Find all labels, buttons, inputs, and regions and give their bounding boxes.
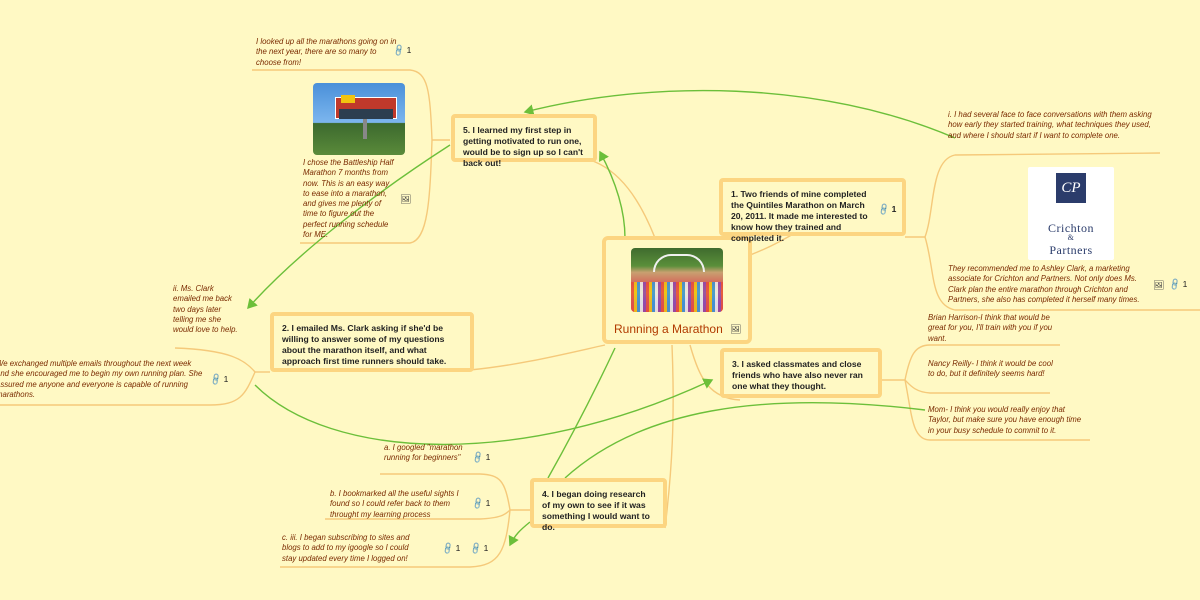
topic-1[interactable]: 1. Two friends of mine completed the Qui… bbox=[719, 178, 906, 243]
link-icon: 🔗 bbox=[876, 201, 892, 217]
note-t2-emailed-back[interactable]: ii. Ms. Clark emailed me back two days l… bbox=[173, 284, 238, 335]
note-t5-looked-up[interactable]: I looked up all the marathons going on i… bbox=[256, 37, 397, 67]
branch-t5 bbox=[589, 159, 656, 239]
branch-t4 bbox=[664, 344, 674, 529]
crichton-partners-logo: CP Crichton & Partners bbox=[1028, 167, 1114, 260]
note-t1-face-to-face[interactable]: i. I had several face to face conversati… bbox=[948, 110, 1152, 140]
arrow-center-to-t5 bbox=[599, 150, 626, 239]
link-icon: 🔗 bbox=[470, 495, 486, 511]
image-icon[interactable]: 🖼 bbox=[730, 324, 742, 334]
image-icon[interactable]: 🖼 bbox=[1153, 280, 1165, 290]
topic-1-text: 1. Two friends of mine completed the Qui… bbox=[731, 189, 868, 243]
topic-5[interactable]: 5. I learned my first step in getting mo… bbox=[451, 114, 597, 168]
topic-4-text: 4. I began doing research of my own to s… bbox=[542, 489, 650, 532]
note-t1-recommended[interactable]: They recommended me to Ashley Clark, a m… bbox=[948, 264, 1140, 304]
note-t2-link-badge[interactable]: 🔗1 bbox=[208, 371, 229, 387]
link-icon: 🔗 bbox=[470, 449, 486, 465]
note-t2-exchanged-emails[interactable]: We exchanged multiple emails throughout … bbox=[0, 359, 203, 399]
note-t4-subscribing[interactable]: c. iii. I began subscribing to sites and… bbox=[282, 533, 410, 563]
central-topic-title: Running a Marathon bbox=[614, 322, 723, 336]
topic-2[interactable]: 2. I emailed Ms. Clark asking if she'd b… bbox=[270, 312, 474, 372]
note-t4c-link-badge-2[interactable]: 🔗1 bbox=[468, 540, 489, 556]
note-t3-brian[interactable]: Brian Harrison-I think that would be gre… bbox=[928, 313, 1053, 343]
arrow-t4-to-t3 bbox=[564, 401, 926, 479]
central-topic[interactable]: Running a Marathon 🖼 bbox=[602, 236, 752, 344]
note-t1-link-badge[interactable]: 🔗1 bbox=[1167, 276, 1188, 292]
branch-t2 bbox=[469, 344, 606, 371]
arrow-t1-to-t5 bbox=[523, 89, 956, 139]
crichton-amp: & bbox=[1067, 233, 1075, 242]
topic-1-link-badge[interactable]: 🔗1 bbox=[876, 201, 897, 217]
note-t4c-link-badge-1[interactable]: 🔗1 bbox=[440, 540, 461, 556]
note-t3-nancy[interactable]: Nancy Reilly- I think it would be cool t… bbox=[928, 359, 1053, 379]
link-icon: 🔗 bbox=[391, 42, 407, 58]
arrow-t4-to-center bbox=[547, 347, 616, 479]
note-t3-mom[interactable]: Mom- I think you would really enjoy that… bbox=[928, 405, 1082, 435]
link-icon: 🔗 bbox=[440, 540, 456, 556]
topic-4[interactable]: 4. I began doing research of my own to s… bbox=[530, 478, 667, 532]
arrow-t5-to-t2 bbox=[247, 144, 451, 310]
note-t4a-link-badge[interactable]: 🔗1 bbox=[470, 449, 491, 465]
arrow-t4-to-t4c bbox=[508, 521, 531, 547]
note-t4-googled[interactable]: a. I googled "marathon running for begin… bbox=[384, 443, 463, 463]
link-icon: 🔗 bbox=[468, 540, 484, 556]
topic-2-text: 2. I emailed Ms. Clark asking if she'd b… bbox=[282, 323, 447, 366]
link-icon: 🔗 bbox=[1167, 276, 1183, 292]
note-t4b-link-badge[interactable]: 🔗1 bbox=[470, 495, 491, 511]
crichton-line2: Partners bbox=[1049, 243, 1093, 257]
link-icon: 🔗 bbox=[208, 371, 224, 387]
topic-3-text: 3. I asked classmates and close friends … bbox=[732, 359, 863, 391]
arrow-t2-to-t3 bbox=[254, 378, 714, 446]
note-t5-link-badge[interactable]: 🔗1 bbox=[391, 42, 412, 58]
topic-5-text: 5. I learned my first step in getting mo… bbox=[463, 125, 583, 168]
crichton-monogram: CP bbox=[1056, 173, 1086, 203]
topic-3[interactable]: 3. I asked classmates and close friends … bbox=[720, 348, 882, 398]
image-icon[interactable]: 🖼 bbox=[400, 194, 412, 204]
note-t4-bookmarked[interactable]: b. I bookmarked all the useful sights I … bbox=[330, 489, 459, 519]
battleship-marathon-sign-photo bbox=[313, 83, 405, 155]
crichton-line1: Crichton bbox=[1048, 221, 1094, 235]
marathon-crowd-photo bbox=[631, 248, 723, 312]
note-t5-battleship[interactable]: I chose the Battleship Half Marathon 7 m… bbox=[303, 158, 394, 239]
